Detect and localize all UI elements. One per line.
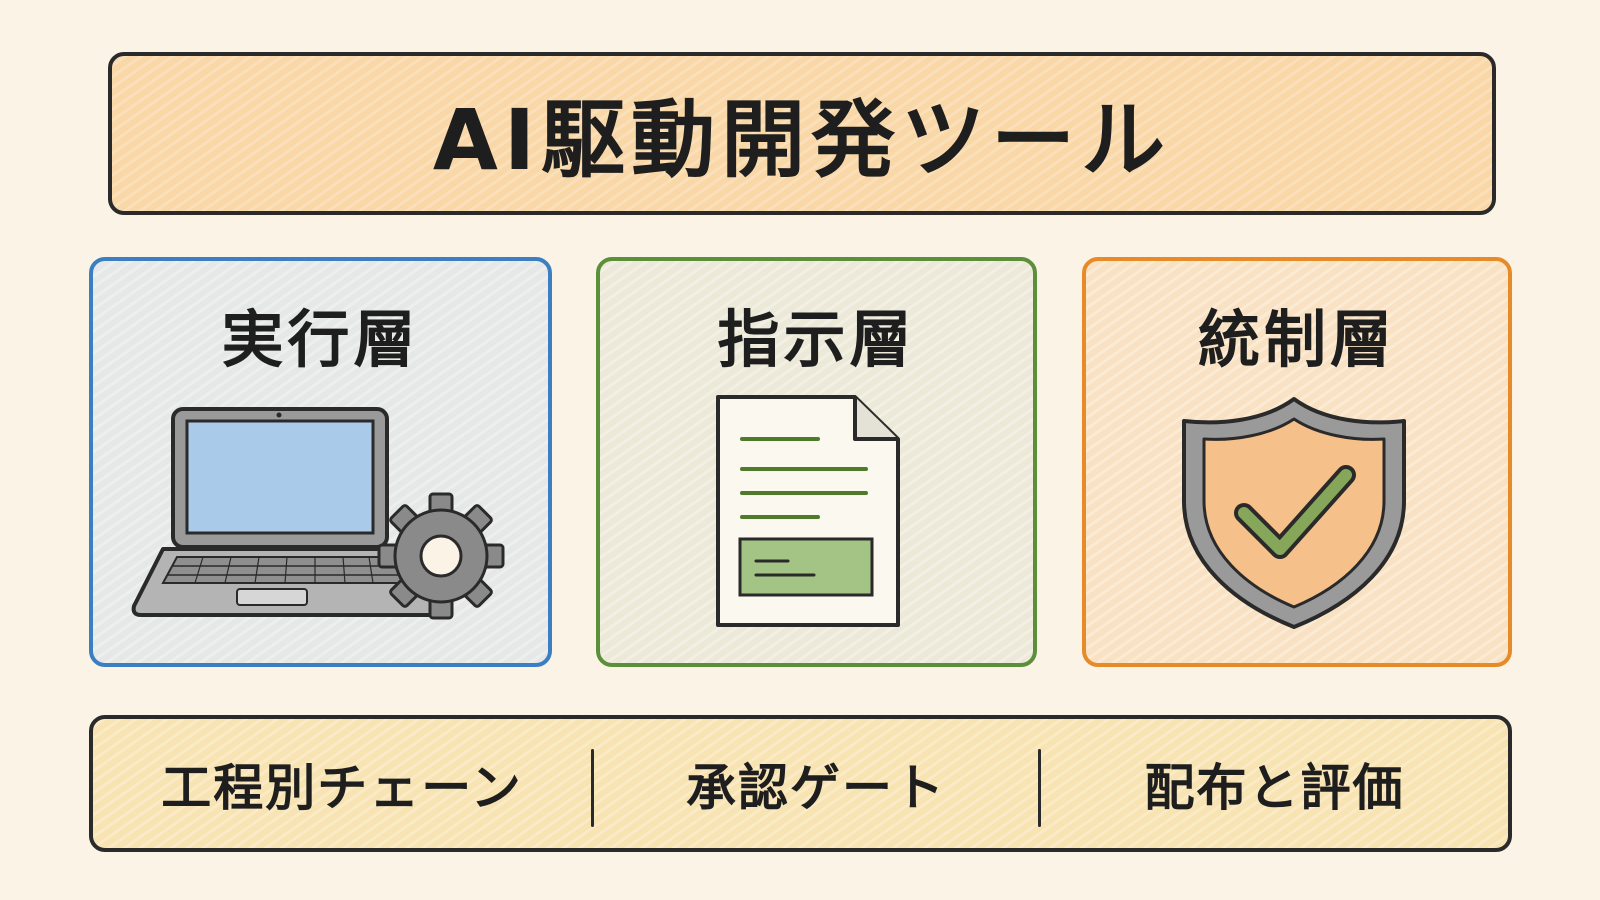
title-banner: AI駆動開発ツール [108,52,1496,215]
control-layer-card: 統制層 [1082,257,1512,667]
footer-bar: 工程別チェーン 承認ゲート 配布と評価 [89,715,1512,852]
instruction-layer-card: 指示層 [596,257,1037,667]
laptop-gear-icon [131,407,505,620]
footer-divider [1038,749,1041,827]
execution-layer-label: 実行層 [221,303,420,376]
control-layer-label: 統制層 [1197,303,1396,376]
footer-divider [591,749,594,827]
diagram-title: AI駆動開発ツール [432,91,1172,189]
instruction-layer-label: 指示層 [717,303,916,376]
document-icon [716,395,900,627]
execution-layer-card: 実行層 [89,257,552,667]
shield-check-icon [1182,397,1406,629]
footer-item-chain: 工程別チェーン [161,758,523,817]
footer-item-distribution: 配布と評価 [1144,758,1405,817]
footer-item-approval-gate: 承認ゲート [686,758,946,817]
